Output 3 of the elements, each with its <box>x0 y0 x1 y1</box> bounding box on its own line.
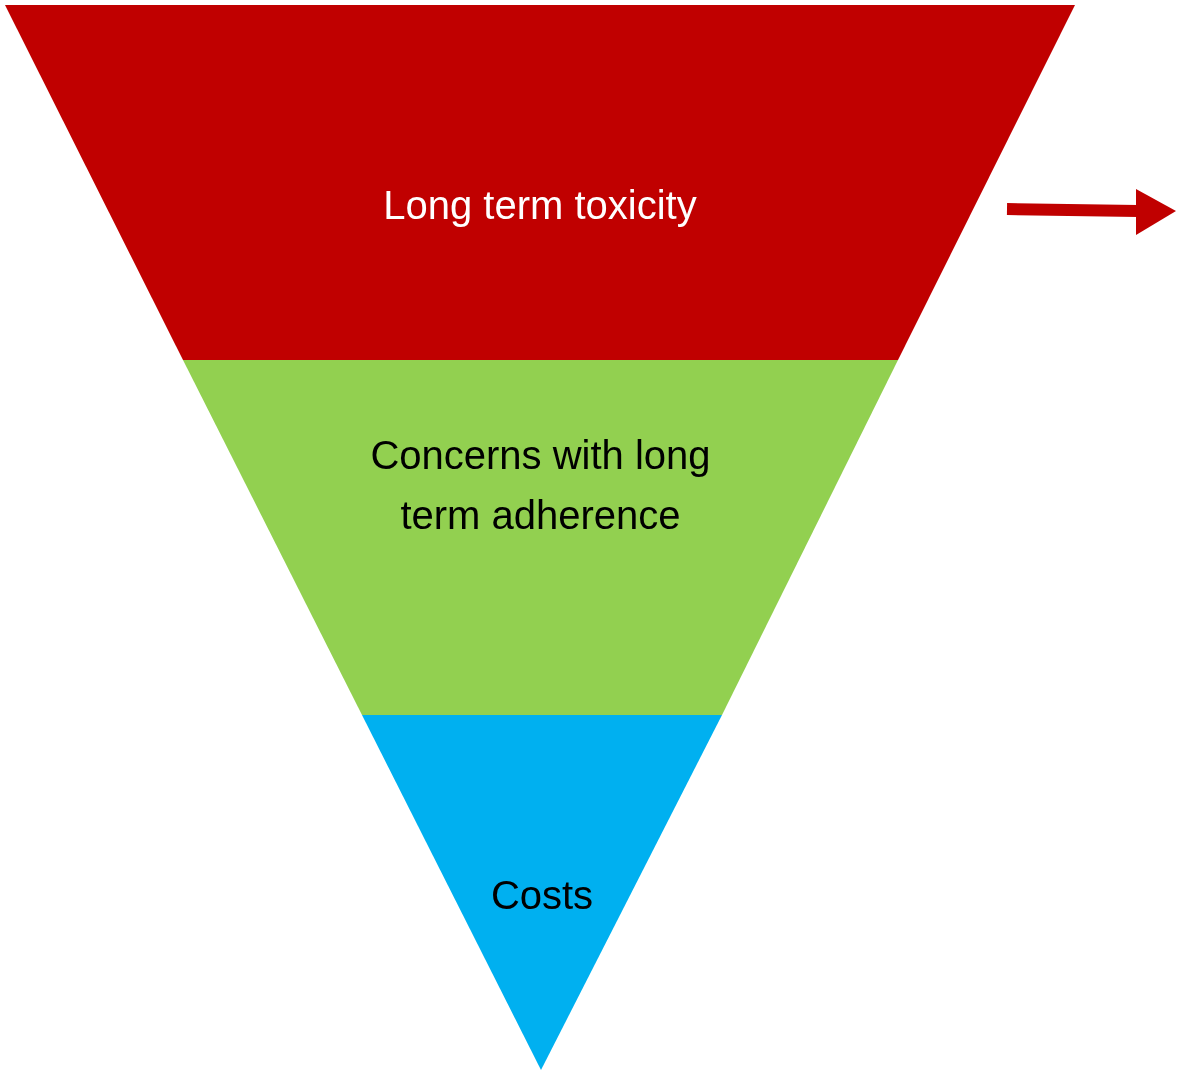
band-label: Costs <box>489 872 595 919</box>
band-label: Long term toxicity <box>382 182 698 229</box>
band-label: Concerns with long term adherence <box>369 432 712 539</box>
